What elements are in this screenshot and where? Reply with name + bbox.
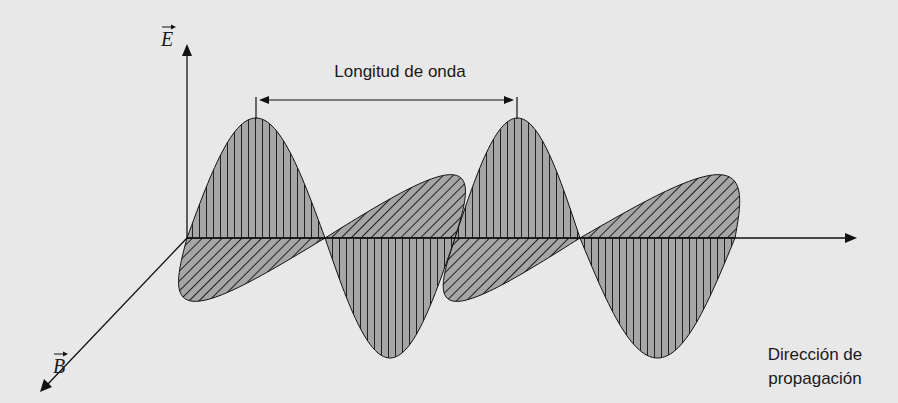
arrowhead <box>259 96 269 104</box>
b-axis <box>47 238 187 385</box>
arrowhead <box>845 233 857 243</box>
axis-label: Dirección de propagación <box>740 343 890 391</box>
tick <box>255 97 256 119</box>
dimension-label: Longitud de onda <box>300 61 500 83</box>
e-field-lobe <box>325 238 455 358</box>
e-field-lobe <box>580 238 735 358</box>
axes <box>40 25 857 393</box>
field-label: E <box>161 28 191 50</box>
e-axis <box>186 54 187 238</box>
e-field-lobe <box>455 118 580 238</box>
b-field-lobe <box>443 238 580 301</box>
e-field-lobe <box>187 118 325 238</box>
b-field-lobe <box>325 175 465 238</box>
wavelength-marker <box>256 96 517 119</box>
dimension-line <box>266 99 507 100</box>
propagation-axis <box>187 237 848 238</box>
b-field-lobe <box>179 238 325 301</box>
tick <box>516 97 517 119</box>
arrowhead <box>40 379 52 392</box>
b-field-lobe <box>580 175 740 238</box>
arrowhead <box>182 44 192 56</box>
field-label: B <box>53 355 83 377</box>
arrowhead <box>504 96 514 104</box>
